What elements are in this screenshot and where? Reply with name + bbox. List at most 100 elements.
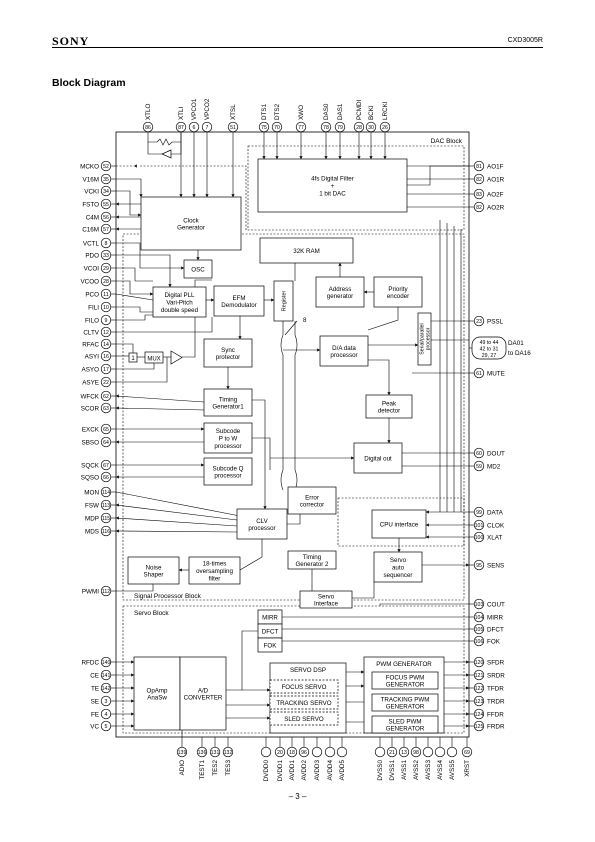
pin-ce-marker — [100, 669, 112, 681]
pin-avdd2-num: 96 — [301, 750, 307, 756]
pin-avss2-marker — [410, 746, 422, 758]
pin-pwmi-label: PWMI — [82, 588, 99, 595]
pin-ao1f-num: 81 — [476, 164, 482, 170]
pin-fok-marker — [473, 635, 485, 647]
pin-rfac-label: RFAC — [82, 341, 99, 348]
pin-c4m-num: 56 — [103, 215, 109, 221]
pin-vcoi-num: 29 — [103, 266, 109, 272]
block-trackpwm-text: TRACKING PWM — [381, 696, 430, 703]
pin-exck-label: EXCK — [82, 426, 100, 433]
pin-fsw-num: 113 — [102, 503, 110, 509]
block-sledpwm-text: SLED PWM — [388, 718, 421, 725]
pin-v16m-label: V16M — [83, 176, 99, 183]
pin-mon-num: 114 — [102, 490, 110, 496]
pin-da-bus-label-2: to DA16 — [508, 350, 531, 357]
block-noise — [127, 556, 180, 585]
pin-dvss1-label: DVSS1 — [389, 760, 396, 781]
pin-avdd4-label: AVDD4 — [327, 760, 334, 781]
pin-avss3-marker — [422, 746, 434, 758]
pin-vcki-num: 34 — [103, 189, 109, 195]
pin-xtsl-label: XTSL — [230, 104, 237, 120]
pin-clok-num: 101 — [475, 523, 484, 529]
pin-pco-marker — [100, 288, 112, 300]
pin-sbso-label: SBSO — [82, 439, 100, 446]
pin-ao1f-marker — [473, 160, 485, 172]
pins: 52MCKO35V16M34VCKI55FSTO56C4M57C16M8VCTL… — [80, 98, 531, 781]
pin-xtlo-marker — [142, 121, 154, 133]
pin-ffdr-label: FFDR — [487, 711, 504, 718]
pin-sfdr-num: 120 — [475, 660, 484, 666]
block-prio — [373, 276, 423, 308]
pin-se-num: 3 — [105, 699, 108, 705]
pin-vcki-marker — [100, 185, 112, 197]
pin-mdp-num: 115 — [102, 516, 110, 522]
block-ram-text: 32K RAM — [293, 248, 319, 255]
block-focus-text: FOCUS SERVO — [282, 684, 327, 691]
pin-md2-label: MD2 — [487, 463, 501, 470]
dac-block-label: DAC Block — [431, 138, 463, 145]
pin-lrcki-label: LRCKI — [382, 101, 389, 120]
pin-avss1-marker — [398, 746, 410, 758]
pin-srdr-marker — [473, 669, 485, 681]
pin-scor-marker — [100, 402, 112, 414]
data-bus — [280, 321, 284, 491]
pin-mon-marker — [100, 486, 112, 498]
pin-mirr-num: 104 — [475, 615, 484, 621]
pin-lrcki-marker — [379, 121, 391, 133]
pin-clok-label: CLOK — [487, 522, 505, 529]
pin-scor-label: SCOR — [81, 405, 100, 412]
pin-asyi-num: 16 — [103, 354, 109, 360]
pin-fili-num: 10 — [103, 305, 109, 311]
pin-tes2-marker — [209, 746, 221, 758]
pin-dts2-num: 70 — [274, 125, 280, 131]
block-noise-text: Noise — [146, 564, 162, 571]
pin-data-label: DATA — [487, 509, 504, 516]
pin-xlat-label: XLAT — [487, 534, 502, 541]
block-tracking-text: TRACKING SERVO — [276, 700, 331, 707]
page-number: – 3 – — [288, 792, 307, 801]
pin-c4m-label: C4M — [86, 214, 99, 221]
block-da-text: processor — [330, 352, 357, 359]
pin-das0-label: DAS0 — [323, 103, 330, 120]
pin-ao1f-label: AO1F — [487, 163, 504, 170]
block-errcor-text: corrector — [300, 502, 324, 509]
pin-pco-num: 11 — [103, 292, 108, 298]
buffer-symbol — [161, 149, 172, 159]
comparator-symbol — [170, 350, 183, 365]
block-adconv-text: CONVERTER — [184, 695, 223, 702]
pin-dfct-label: DFCT — [487, 626, 504, 633]
pin-wfck-num: 62 — [103, 394, 109, 400]
pin-da-bus-num: 42 to 31 — [480, 347, 499, 353]
wires — [110, 131, 475, 748]
brand-logo: SONY — [52, 34, 90, 48]
pin-mds-num: 116 — [102, 529, 110, 535]
pin-sbso-num: 64 — [103, 440, 109, 446]
pin-sqck-label: SQCK — [81, 462, 100, 469]
pin-ao1r-label: AO1R — [487, 176, 505, 183]
pin-ffdr-marker — [473, 708, 485, 720]
block-pll-text: Vari-Pitch — [166, 300, 193, 307]
pin-tes2-label: TES2 — [212, 760, 219, 776]
block-servoif — [299, 590, 353, 609]
pin-c16m-label: C16M — [82, 226, 99, 233]
pin-mdp-marker — [100, 512, 112, 524]
pin-bcki-num: 30 — [368, 125, 374, 131]
block-clock_gen-text: Generator — [177, 225, 205, 232]
pin-se-label: SE — [91, 698, 99, 705]
block-servodsp-text: SERVO DSP — [290, 667, 326, 674]
pin-v16m-num: 35 — [103, 177, 109, 183]
pin-rfdc-label: RFDC — [82, 659, 100, 666]
pin-avdd3-label: AVDD3 — [314, 760, 321, 781]
pin-dts2-label: DTS2 — [274, 103, 281, 120]
block-pll — [152, 286, 207, 318]
pin-fsto-marker — [100, 198, 112, 210]
block-timing2-text: Timing — [303, 554, 322, 561]
pin-fsto-label: FSTO — [82, 201, 99, 208]
block-oversamp-text: oversampling — [196, 568, 233, 575]
block-adconv — [179, 656, 227, 731]
pin-md2-marker — [473, 460, 485, 472]
block-servoif-text: Interface — [314, 601, 339, 608]
pin-asyo-marker — [100, 363, 112, 375]
dac-block-region — [247, 145, 465, 231]
pin-cltv-marker — [100, 326, 112, 338]
